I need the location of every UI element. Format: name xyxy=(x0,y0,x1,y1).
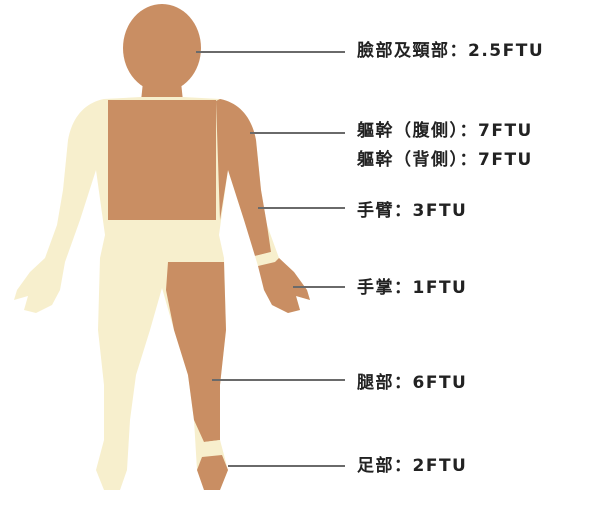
trunk-region xyxy=(108,100,216,220)
ankle-band xyxy=(202,440,222,457)
leg-region xyxy=(166,262,226,442)
label-palm: 手掌：1FTU xyxy=(357,278,468,298)
palm-region xyxy=(258,258,310,313)
arm-region xyxy=(216,99,271,256)
label-foot: 足部：2FTU xyxy=(357,456,468,476)
label-face-neck: 臉部及頸部：2.5FTU xyxy=(357,41,545,61)
label-leg: 腿部：6FTU xyxy=(357,373,468,393)
wrist-band xyxy=(255,252,275,266)
foot-region xyxy=(197,455,228,490)
label-trunk-back: 軀幹（背側）：7FTU xyxy=(357,150,533,170)
neck xyxy=(141,82,183,101)
label-arm: 手臂：3FTU xyxy=(357,201,468,221)
head xyxy=(123,4,201,92)
label-trunk-front: 軀幹（腹側）：7FTU xyxy=(357,121,533,141)
